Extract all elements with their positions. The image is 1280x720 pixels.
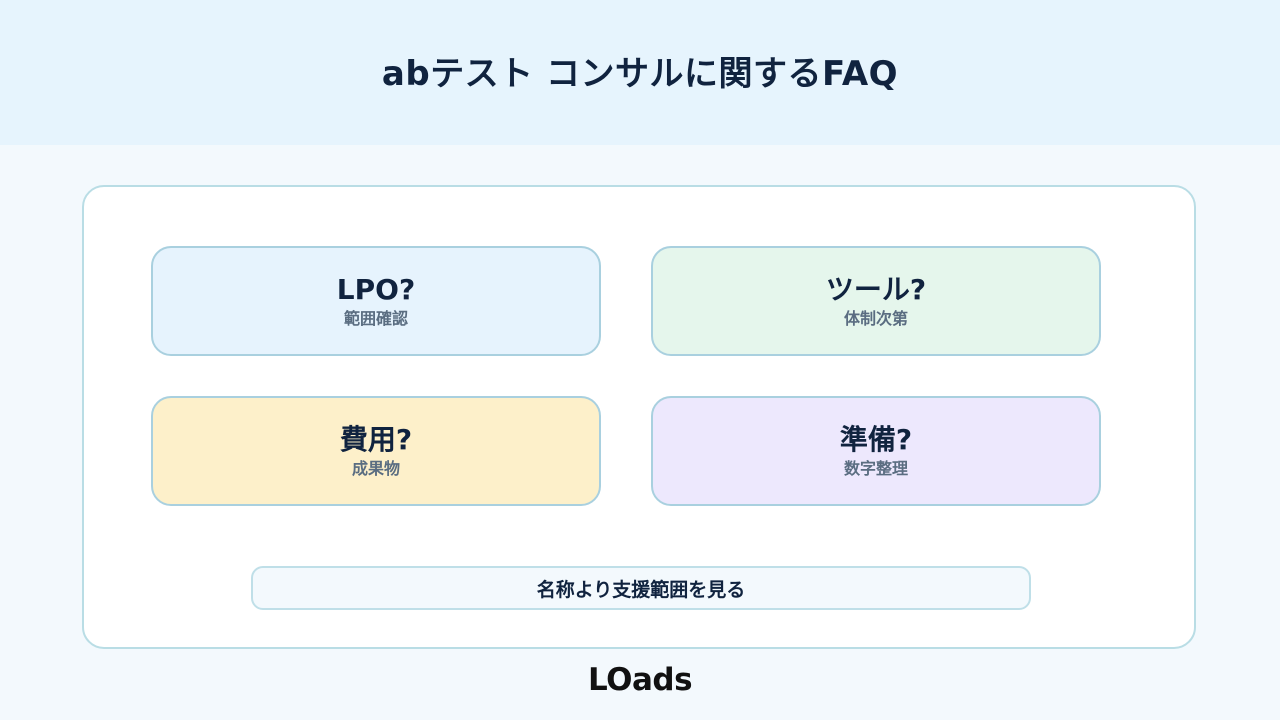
view-support-scope-button[interactable]: 名称より支援範囲を見る (251, 566, 1031, 610)
faq-answer: 数字整理 (843, 458, 908, 478)
header-band: abテスト コンサルに関するFAQ (0, 0, 1280, 145)
faq-panel: LPO? 範囲確認 ツール? 体制次第 費用? 成果物 準備? 数字整理 名称よ… (82, 185, 1196, 649)
faq-question: ツール? (825, 272, 927, 306)
faq-card-cost[interactable]: 費用? 成果物 (151, 396, 601, 506)
faq-answer: 範囲確認 (343, 308, 408, 328)
faq-card-lpo[interactable]: LPO? 範囲確認 (151, 246, 601, 356)
faq-card-preparation[interactable]: 準備? 数字整理 (651, 396, 1101, 506)
faq-question: 費用? (339, 422, 413, 456)
faq-card-tool[interactable]: ツール? 体制次第 (651, 246, 1101, 356)
faq-question: LPO? (336, 272, 416, 306)
faq-answer: 成果物 (351, 458, 400, 478)
faq-answer: 体制次第 (843, 308, 908, 328)
page-title: abテスト コンサルに関するFAQ (381, 54, 899, 94)
loads-logo: LOads (587, 662, 693, 698)
faq-question: 準備? (839, 422, 913, 456)
